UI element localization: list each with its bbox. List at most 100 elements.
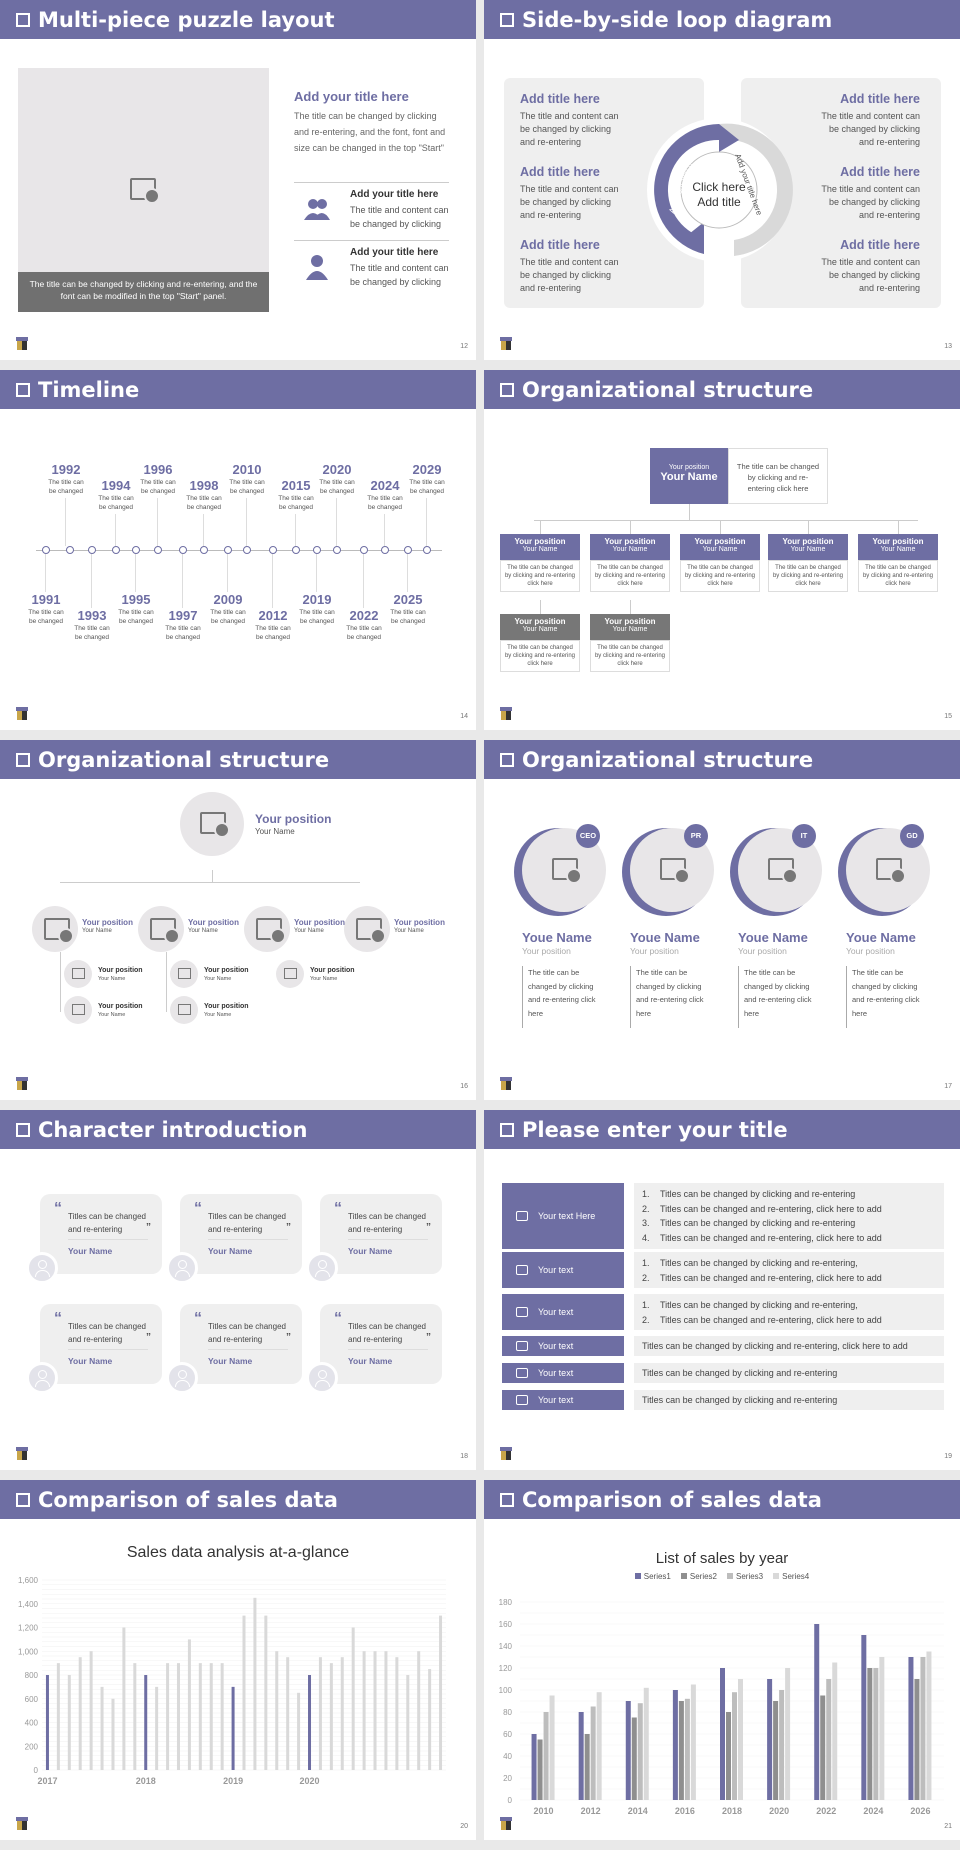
page-number: 21 (944, 1823, 952, 1830)
row-label[interactable]: Your text (502, 1390, 624, 1410)
avatar[interactable] (244, 906, 290, 952)
name: Your Name (294, 928, 324, 934)
quote-text: Titles can be changed and re-entering (68, 1212, 146, 1234)
row-label[interactable]: Your text Here (502, 1183, 624, 1249)
avatar-small[interactable] (276, 960, 304, 988)
avatar[interactable] (32, 906, 78, 952)
slide-title: Multi-piece puzzle layout (38, 7, 335, 32)
row-text: Titles can be changed by clicking and re… (642, 1395, 838, 1405)
timeline-year: 1991 (31, 592, 61, 607)
logo-icon (16, 337, 28, 350)
bar (643, 1687, 649, 1800)
person-icon (178, 1260, 187, 1269)
slide-15[interactable]: Organizational structure Your position Y… (484, 370, 960, 730)
avatar[interactable] (26, 1362, 58, 1394)
y-tick-label: 120 (499, 1664, 513, 1673)
timeline-text: The title can be changed (319, 479, 355, 495)
quote-open-icon: “ (194, 1310, 202, 1327)
row-label[interactable]: Your text (502, 1252, 624, 1288)
left-item-text: The title and content can be changed by … (520, 111, 619, 147)
head-text: The title can be changed by clicking and… (728, 448, 828, 504)
slide-16[interactable]: Organizational structure Your position Y… (0, 740, 476, 1100)
person-icon-body (35, 1380, 50, 1387)
box-name: Your Name (612, 626, 648, 633)
avatar-small[interactable] (170, 960, 198, 988)
connector (898, 520, 899, 534)
avatar[interactable] (306, 1252, 338, 1284)
timeline-connector (316, 554, 317, 592)
timeline-connector (91, 554, 92, 608)
bar (785, 1668, 791, 1800)
slide-19[interactable]: Please enter your title 19 Your text Her… (484, 1110, 960, 1470)
avatar[interactable] (166, 1252, 198, 1284)
avatar[interactable] (166, 1362, 198, 1394)
center-title[interactable]: Click here Add title (692, 180, 746, 209)
bar (428, 1669, 432, 1770)
avatar[interactable] (344, 906, 390, 952)
avatar[interactable] (138, 906, 184, 952)
timeline-text: The title can be changed (140, 479, 176, 495)
bar (820, 1695, 826, 1800)
box-text: The title can be changed by clicking and… (768, 560, 848, 592)
timeline-text: The title can be changed (229, 479, 265, 495)
loop-diagram[interactable] (644, 110, 794, 270)
quote-close-icon: ” (286, 1332, 291, 1343)
bar (867, 1668, 873, 1800)
person-icon-body (315, 1380, 330, 1387)
logo-icon (500, 337, 512, 350)
slide-21[interactable]: Comparison of sales data List of sales b… (484, 1480, 960, 1840)
connector (540, 600, 541, 614)
row-content: Titles can be changed by clicking and re… (634, 1363, 944, 1383)
name: Your Name (204, 1012, 232, 1018)
box-text: The title can be changed by clicking and… (500, 560, 580, 592)
avatar-small[interactable] (64, 996, 92, 1024)
head-box[interactable]: Your position Your Name (650, 448, 728, 504)
handshake-icon (516, 1265, 528, 1275)
row-text: Titles can be changed by clicking and re… (642, 1341, 908, 1351)
divider (630, 966, 631, 1028)
bar (176, 1663, 180, 1770)
box-position: Your position (514, 537, 566, 546)
avatar-small[interactable] (170, 996, 198, 1024)
row-label[interactable]: Your text (502, 1294, 624, 1330)
quote-card (40, 1304, 162, 1384)
avatar[interactable] (26, 1252, 58, 1284)
quote-text: Titles can be changed and re-entering (348, 1322, 426, 1344)
avatar-small[interactable] (64, 960, 92, 988)
right-item-title: Add title here (840, 92, 920, 106)
row-label[interactable]: Your text (502, 1363, 624, 1383)
bar (340, 1657, 344, 1770)
image-placeholder[interactable]: The title can be changed by clicking and… (18, 68, 269, 312)
timeline-dot (154, 546, 162, 554)
slide-title: Timeline (38, 377, 140, 402)
avatar[interactable] (306, 1362, 338, 1394)
connector (166, 952, 167, 1012)
box-name: Your Name (522, 626, 558, 633)
row-label[interactable]: Your text (502, 1336, 624, 1356)
timeline-connector (203, 514, 204, 546)
legend-swatch (773, 1573, 780, 1579)
name: Your Name (98, 976, 126, 982)
timeline-connector (182, 554, 183, 608)
y-tick-label: 1,400 (18, 1600, 39, 1609)
slide-12[interactable]: Multi-piece puzzle layout The title can … (0, 0, 476, 360)
timeline-dot (313, 546, 321, 554)
bar (631, 1717, 637, 1800)
slide-13[interactable]: Side-by-side loop diagram Click here Add… (484, 0, 960, 360)
bar (329, 1663, 333, 1770)
head-avatar[interactable] (180, 792, 244, 856)
y-tick-label: 400 (25, 1719, 39, 1728)
slide-20[interactable]: Comparison of sales data Sales data anal… (0, 1480, 476, 1840)
slide-18[interactable]: Character introduction 18 “”Titles can b… (0, 1110, 476, 1470)
bar (926, 1651, 932, 1800)
bar (767, 1679, 773, 1800)
